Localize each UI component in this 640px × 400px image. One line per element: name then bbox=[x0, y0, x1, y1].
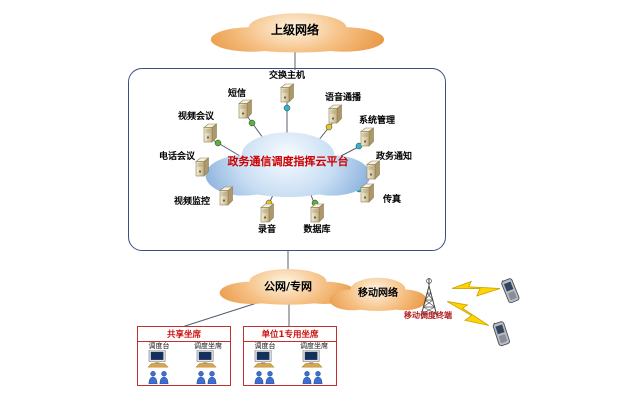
console-label: 调度坐席 bbox=[194, 342, 222, 350]
dispatch-console-icon bbox=[147, 350, 169, 368]
shared-seats-title: 共享坐席 bbox=[138, 327, 230, 342]
mobile-phone-icon-upper bbox=[499, 276, 521, 305]
node-label-database: 数据库 bbox=[303, 225, 331, 235]
console-label: 调度坐席 bbox=[300, 342, 328, 350]
platform-cloud-label: 政务通信调度指挥云平台 bbox=[227, 155, 349, 168]
console-label: 调度台 bbox=[148, 342, 170, 350]
server-icon-fax bbox=[360, 183, 374, 203]
unit1-seats-box: 单位1专用坐席 调度台 调度坐席 bbox=[243, 326, 337, 386]
upper-network-label: 上级网络 bbox=[270, 23, 319, 37]
signal-bolt-icon-upper bbox=[451, 278, 501, 299]
mobile-network-label: 移动网络 bbox=[358, 288, 398, 299]
node-label-gov-notice: 政务通知 bbox=[375, 152, 412, 162]
server-icon-video-conference bbox=[203, 123, 217, 143]
public-network-label: 公网/专网 bbox=[263, 280, 313, 293]
node-label-sms: 短信 bbox=[227, 89, 246, 99]
operator-person-icon bbox=[254, 371, 264, 384]
dispatch-console-icon bbox=[195, 350, 217, 368]
operator-person-icon bbox=[196, 371, 206, 384]
console-label: 调度台 bbox=[254, 342, 276, 350]
server-icon-video-surveillance bbox=[219, 186, 233, 206]
dispatch-console-icon bbox=[301, 350, 323, 368]
dispatch-console-icon bbox=[253, 350, 275, 368]
node-label-system-management: 系统管理 bbox=[358, 116, 395, 126]
operator-person-icon bbox=[148, 371, 158, 384]
operator-person-icon bbox=[207, 371, 217, 384]
node-label-video-surveillance: 视频监控 bbox=[173, 197, 210, 207]
node-label-fax: 传真 bbox=[382, 195, 401, 205]
node-label-video-conference: 视频会议 bbox=[177, 112, 214, 122]
operator-person-icon bbox=[265, 371, 275, 384]
server-icon-voice-broadcast bbox=[328, 104, 342, 124]
node-label-voice-broadcast: 语音通播 bbox=[324, 93, 361, 103]
node-label-phone-conference: 电话会议 bbox=[158, 152, 195, 162]
operator-person-icon bbox=[302, 371, 312, 384]
operator-person-icon bbox=[159, 371, 169, 384]
server-icon-system-management bbox=[360, 127, 374, 147]
server-icon-gov-notice bbox=[366, 160, 380, 180]
node-label-exchange-host: 交换主机 bbox=[268, 71, 305, 81]
server-icon-database bbox=[310, 203, 324, 223]
mobile-terminal-label: 移动调度终端 bbox=[404, 311, 452, 320]
operator-person-icon bbox=[313, 371, 323, 384]
server-icon-recording bbox=[260, 203, 274, 223]
node-label-recording: 录音 bbox=[257, 225, 276, 235]
mobile-phone-icon-lower bbox=[491, 319, 511, 347]
unit1-seats-title: 单位1专用坐席 bbox=[244, 327, 336, 342]
server-icon-sms bbox=[238, 99, 252, 119]
shared-seats-box: 共享坐席 调度台 调度坐席 bbox=[137, 326, 231, 386]
server-icon-exchange-host bbox=[280, 83, 294, 103]
